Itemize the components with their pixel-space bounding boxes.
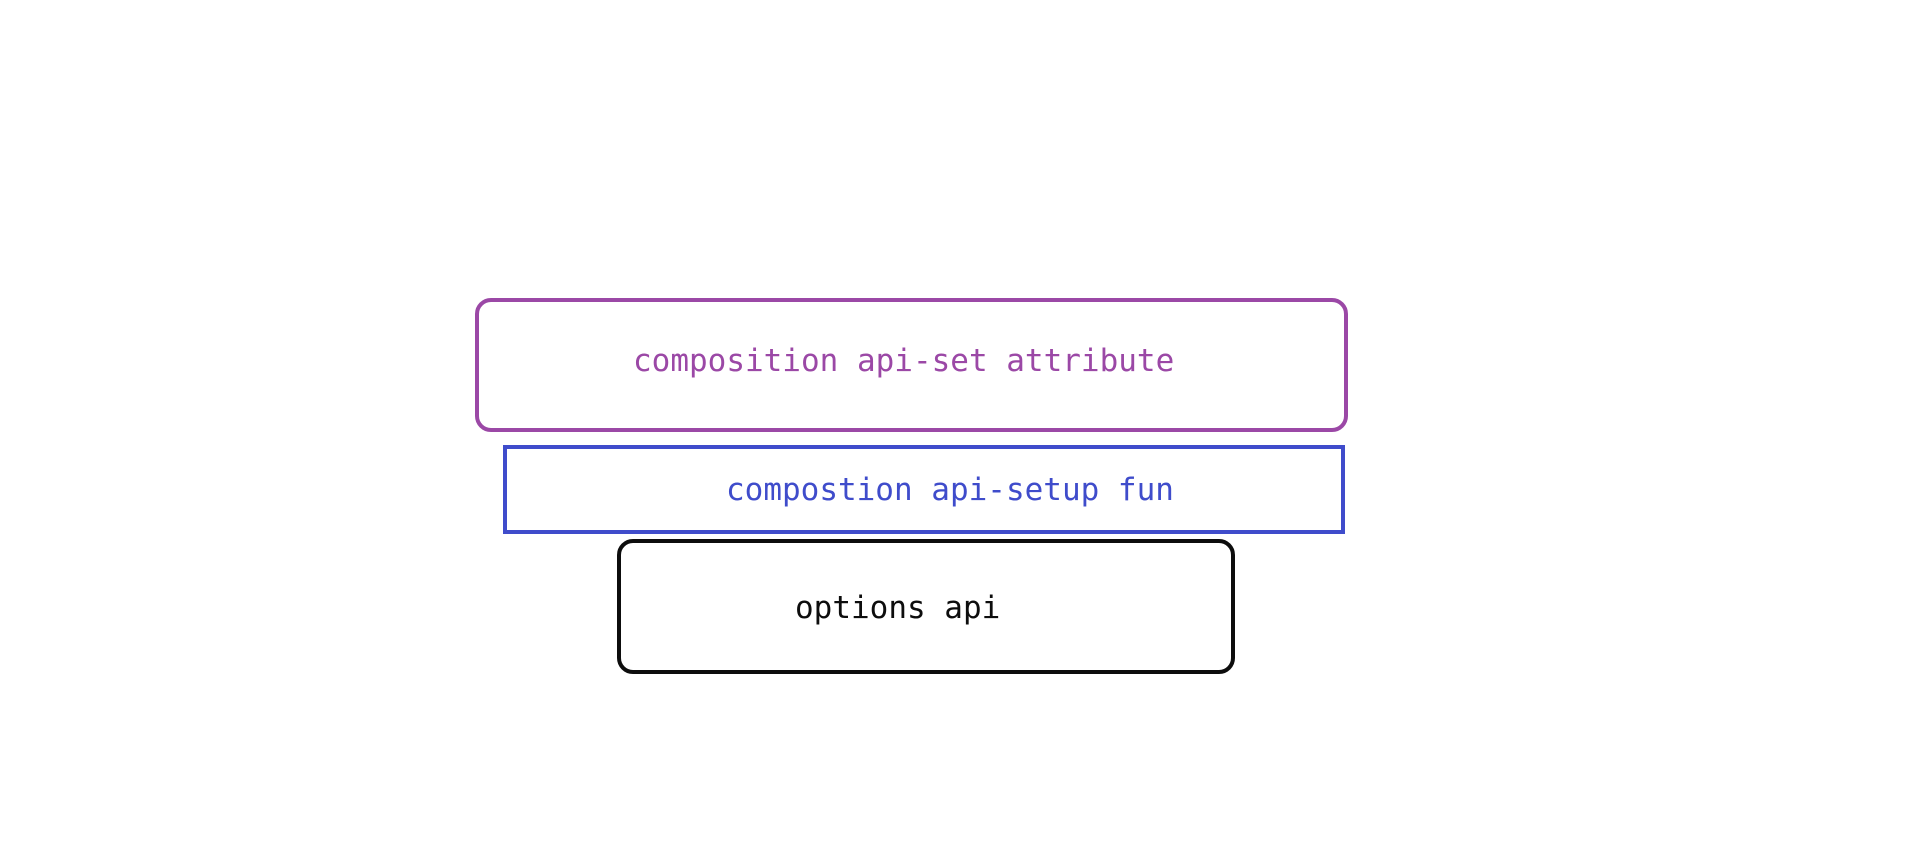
composition-api-set-attribute-box: composition api-set attribute — [475, 298, 1348, 432]
composition-api-setup-fun-box: compostion api-setup fun — [503, 445, 1345, 534]
options-api-label: options api — [795, 590, 1001, 626]
composition-api-setup-fun-label: compostion api-setup fun — [726, 472, 1174, 508]
options-api-box: options api — [617, 539, 1235, 674]
composition-api-set-attribute-label: composition api-set attribute — [633, 343, 1175, 379]
